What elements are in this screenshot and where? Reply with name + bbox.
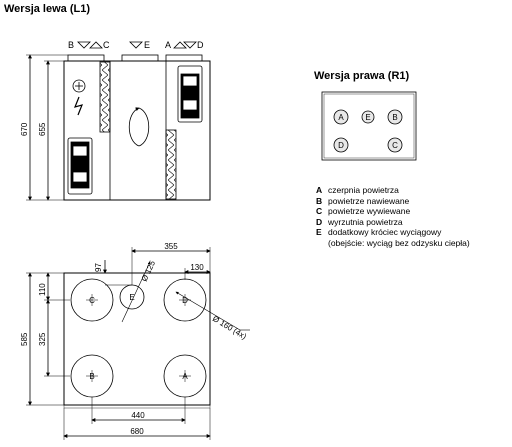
legend-item-e: E dodatkowy króciec wyciągowy <box>316 227 470 238</box>
port-label-c: C <box>103 40 110 50</box>
top-view <box>26 247 250 440</box>
r1-label-b: B <box>392 113 397 122</box>
dim-355: 355 <box>164 242 178 251</box>
r1-label-e: E <box>365 113 370 122</box>
legend-note: (obejście: wyciąg bez odzysku ciepła) <box>328 237 470 248</box>
legend-key-e: E <box>316 227 322 237</box>
top-label-c: C <box>89 296 95 305</box>
legend-text-b: powietrze nawiewane <box>328 195 410 206</box>
legend-key-a: A <box>316 185 323 195</box>
dim-670: 670 <box>20 122 29 136</box>
dim-d160: Ø 160 (4x) <box>211 314 248 341</box>
legend-text-d: wyrzutnia powietrza <box>328 216 403 227</box>
port-legend: A czerpnia powietrza B powietrze nawiewa… <box>316 185 470 248</box>
legend-item-b: B powietrze nawiewane <box>316 196 470 207</box>
dim-325: 325 <box>38 332 47 346</box>
dim-97: 97 <box>94 263 103 272</box>
front-port-labels: B C E A D <box>68 40 204 50</box>
dim-440: 440 <box>131 411 145 420</box>
dim-680: 680 <box>130 427 144 436</box>
top-label-a: A <box>182 372 188 381</box>
port-label-a: A <box>165 40 171 50</box>
top-label-b: B <box>89 372 94 381</box>
right-version-panel <box>321 91 417 161</box>
legend-key-c: C <box>316 206 323 216</box>
front-view <box>26 41 211 201</box>
top-label-e: E <box>129 293 134 302</box>
dim-110: 110 <box>38 283 47 296</box>
top-view-port-labels: C E D B A <box>89 293 188 381</box>
port-label-b: B <box>68 40 74 50</box>
port-label-d: D <box>197 40 204 50</box>
legend-text-e: dodatkowy króciec wyciągowy <box>328 227 442 237</box>
right-version-title: Wersja prawa (R1) <box>314 70 410 82</box>
legend-item-d: D wyrzutnia powietrza <box>316 217 470 228</box>
legend-key-b: B <box>316 195 323 206</box>
legend-item-a: A czerpnia powietrza <box>316 185 470 196</box>
r1-label-c: C <box>392 141 398 150</box>
right-port-labels: A E B D C <box>338 113 398 150</box>
r1-label-a: A <box>338 113 344 122</box>
dim-585: 585 <box>20 332 29 346</box>
legend-text-c: powietrze wywiewane <box>328 206 411 216</box>
port-label-e: E <box>144 40 150 50</box>
legend-key-d: D <box>316 216 323 227</box>
top-view-dimension-texts: 355 130 97 Ø 125 Ø 160 (4x) 110 325 585 … <box>20 242 248 436</box>
dim-d125: Ø 125 <box>140 259 158 283</box>
dim-655: 655 <box>38 122 47 136</box>
legend-text-a: czerpnia powietrza <box>328 185 399 195</box>
top-label-d: D <box>182 296 188 305</box>
front-dimension-texts: 670 655 <box>20 122 47 136</box>
dim-130: 130 <box>190 263 204 272</box>
legend-item-c: C powietrze wywiewane <box>316 206 470 217</box>
left-version-title: Wersja lewa (L1) <box>4 3 90 15</box>
r1-label-d: D <box>338 141 344 150</box>
